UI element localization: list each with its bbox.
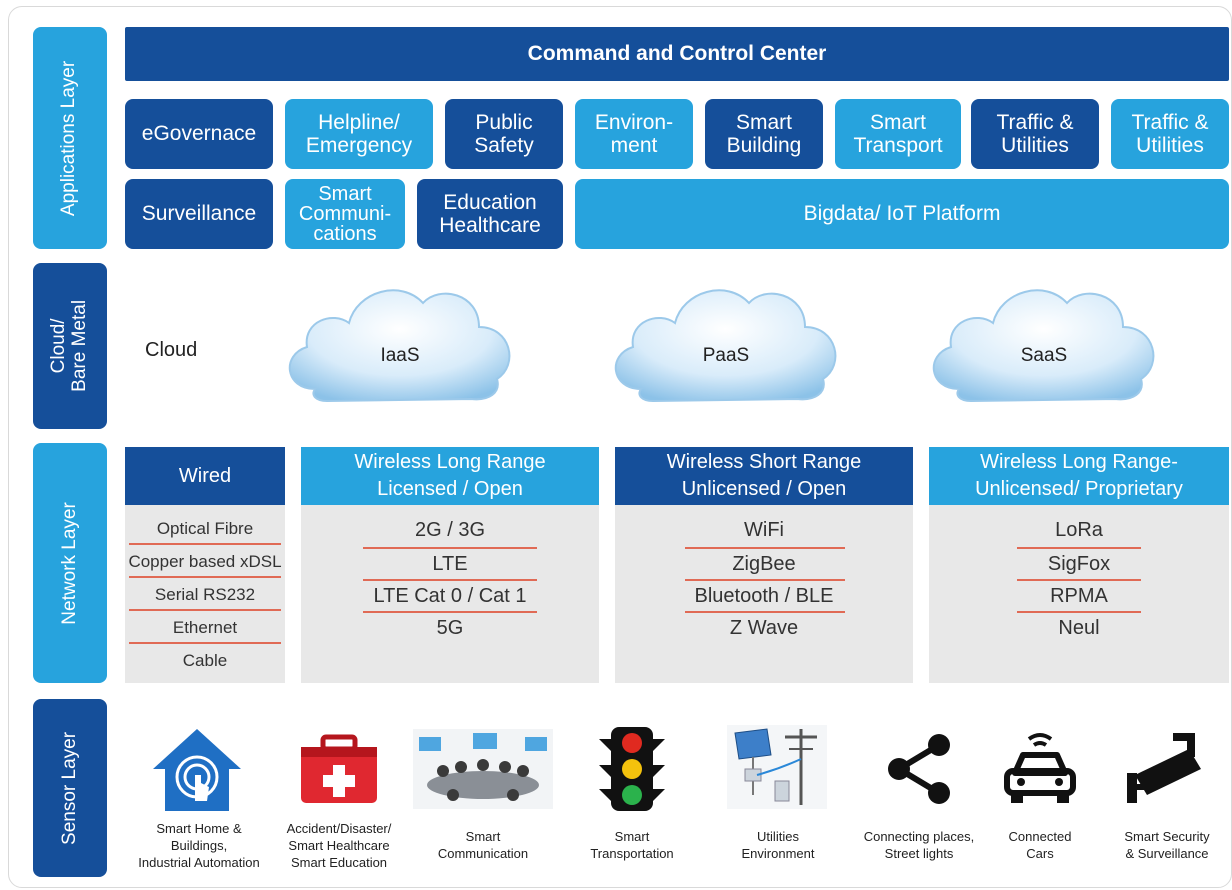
separator-line (363, 611, 537, 613)
cloud-layer-label: Cloud/ Bare Metal (33, 263, 107, 429)
sensor-caption: Utilities Environment (741, 829, 815, 861)
saas-cloud: SaaS (919, 269, 1169, 419)
app-smart-building: Smart Building (705, 99, 823, 169)
sensor-caption: Connected Cars (1008, 829, 1072, 861)
app-surveillance: Surveillance (125, 179, 273, 249)
wireless-long-licensed-header: Wireless Long Range Licensed / Open (301, 447, 599, 505)
diagram-frame: Applications Layer Cloud/ Bare Metal Net… (8, 6, 1232, 888)
network-item: SigFox (1047, 553, 1111, 575)
app-bigdata-iot-platform: Bigdata/ IoT Platform (575, 179, 1229, 249)
saas-label: SaaS (1020, 345, 1068, 366)
sensor-layer-text: Sensor Layer (58, 731, 80, 845)
wired-item: Cable (182, 651, 228, 670)
separator-line (1017, 579, 1141, 581)
wired-item: Optical Fibre (156, 519, 254, 538)
separator-line (685, 579, 845, 581)
app-egovernance: eGovernace (125, 99, 273, 169)
sensor-caption: Smart Communication (437, 829, 529, 861)
wireless-short-header: Wireless Short Range Unlicensed / Open (615, 447, 913, 505)
sensor-caption: Accident/Disaster/ Smart Healthcare Smar… (286, 821, 392, 870)
command-control-center: Command and Control Center (125, 27, 1229, 81)
conference-room-icon (413, 729, 553, 809)
cloud-icon (288, 289, 511, 403)
network-layer-label: Network Layer (33, 443, 107, 683)
connected-car-icon (999, 727, 1081, 809)
traffic-light-icon (597, 725, 667, 813)
share-icon (881, 731, 957, 807)
network-item: Bluetooth / BLE (694, 585, 834, 607)
iaas-cloud: IaaS (275, 269, 525, 419)
smart-home-icon (149, 725, 245, 815)
network-item: LTE (432, 553, 468, 575)
app-traffic-utilities-1: Traffic & Utilities (971, 99, 1099, 169)
wireless-long-unlicensed-header: Wireless Long Range- Unlicensed/ Proprie… (929, 447, 1229, 505)
network-item: 5G (436, 617, 464, 639)
app-smart-communications: Smart Communi- cations (285, 179, 405, 249)
app-smart-transport: Smart Transport (835, 99, 961, 169)
network-item: LoRa (1055, 519, 1103, 541)
separator-line (1017, 611, 1141, 613)
app-traffic-utilities-2: Traffic & Utilities (1111, 99, 1229, 169)
network-item: WiFi (744, 519, 784, 541)
sensor-caption: Smart Home & Buildings, Industrial Autom… (138, 821, 260, 870)
network-item: Z Wave (729, 617, 799, 639)
sensor-caption: Connecting places, Street lights (863, 829, 975, 861)
app-education-healthcare: Education Healthcare (417, 179, 563, 249)
sensor-caption: Smart Transportation (590, 829, 674, 861)
separator-line (129, 543, 281, 545)
cloud-label: Cloud (145, 339, 198, 361)
wired-item: Copper based xDSL (128, 552, 282, 571)
cloud-icon (614, 289, 837, 403)
separator-line (685, 547, 845, 549)
network-wireless-long-unlicensed-column: Wireless Long Range- Unlicensed/ Proprie… (929, 447, 1229, 683)
separator-line (363, 547, 537, 549)
network-layer-text: Network Layer (58, 501, 80, 625)
app-environment: Environ- ment (575, 99, 693, 169)
separator-line (129, 642, 281, 644)
separator-line (1017, 547, 1141, 549)
separator-line (129, 576, 281, 578)
app-helpline-emergency: Helpline/ Emergency (285, 99, 433, 169)
separator-line (685, 611, 845, 613)
iaas-label: IaaS (380, 345, 420, 366)
network-item: ZigBee (732, 553, 796, 575)
wired-header: Wired (125, 447, 285, 505)
paas-cloud: PaaS (601, 269, 851, 419)
paas-label: PaaS (702, 345, 750, 366)
network-wireless-long-licensed-column: Wireless Long Range Licensed / Open 2G /… (301, 447, 599, 683)
wired-item: Ethernet (172, 618, 238, 637)
network-wireless-short-column: Wireless Short Range Unlicensed / Open W… (615, 447, 913, 683)
network-item: LTE Cat 0 / Cat 1 (373, 585, 527, 607)
solar-utility-pole-icon (727, 725, 827, 809)
separator-line (363, 579, 537, 581)
first-aid-kit-icon (299, 733, 379, 805)
security-camera-icon (1125, 729, 1213, 809)
network-item: RPMA (1050, 585, 1108, 607)
network-wired-column: Wired Optical Fibre Copper based xDSL Se… (125, 447, 285, 683)
sensor-caption: Smart Security & Surveillance (1124, 829, 1210, 861)
applications-layer-label: Applications Layer (33, 27, 107, 249)
wired-item: Serial RS232 (154, 585, 256, 604)
network-item: 2G / 3G (414, 519, 486, 541)
applications-layer-text: Applications Layer (58, 60, 80, 216)
separator-line (129, 609, 281, 611)
sensor-layer-label: Sensor Layer (33, 699, 107, 877)
cloud-icon (932, 289, 1155, 403)
network-item: Neul (1058, 617, 1100, 639)
app-public-safety: Public Safety (445, 99, 563, 169)
cloud-layer-text: Cloud/ Bare Metal (48, 300, 90, 392)
